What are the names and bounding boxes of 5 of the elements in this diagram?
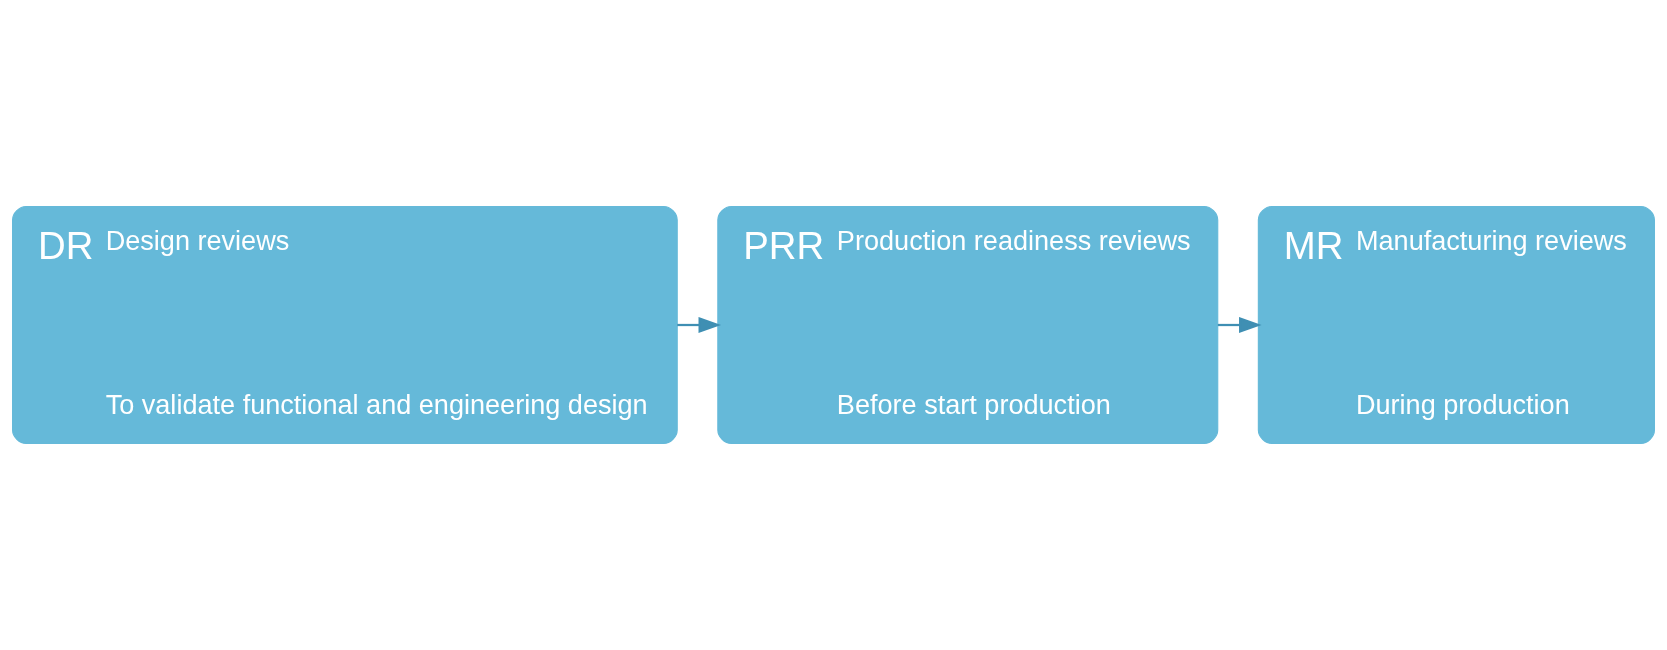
arrow: [1217, 317, 1262, 333]
node-box: PRR Production readiness reviews Before start production: [717, 205, 1219, 445]
node-box: DR Design reviews To validate functional and engineering design: [12, 205, 678, 445]
arrow: [677, 317, 722, 333]
node-box: MR Manufacturing reviews During production: [1257, 205, 1655, 445]
